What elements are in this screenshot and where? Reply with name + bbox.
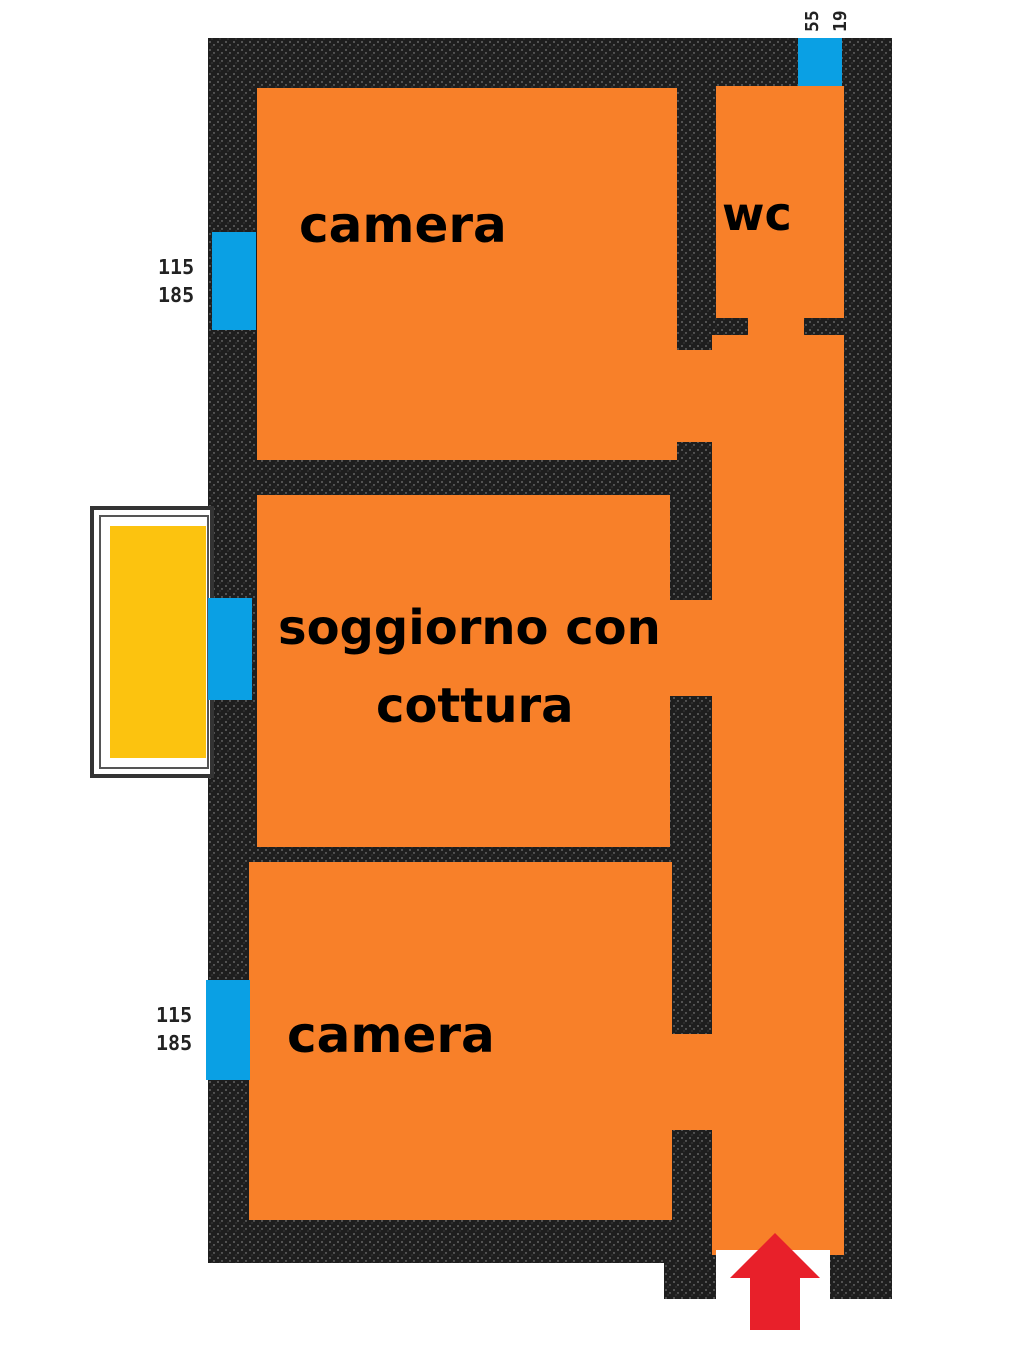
room-labels: camera wc soggiorno con cottura camera bbox=[278, 187, 792, 1064]
window-bedroom-bottom bbox=[206, 980, 250, 1080]
label-bedroom-top: camera bbox=[299, 196, 507, 254]
balcony-fill bbox=[110, 526, 206, 758]
room-bedroom-top bbox=[257, 88, 677, 460]
dim-window-top-right-b: 19 bbox=[830, 10, 851, 32]
dim-window-top-left-a: 115 bbox=[158, 255, 194, 279]
window-top-right bbox=[798, 38, 842, 86]
balcony bbox=[90, 506, 214, 778]
rooms bbox=[249, 86, 844, 1300]
door-living bbox=[668, 600, 714, 696]
dimension-labels: 115 185 115 185 55 19 bbox=[156, 10, 851, 1055]
window-bedroom-top bbox=[212, 232, 256, 330]
label-living-line2: cottura bbox=[376, 678, 574, 734]
label-wc: wc bbox=[722, 187, 792, 241]
door-wc bbox=[748, 316, 804, 338]
windows bbox=[206, 38, 842, 1080]
dim-window-bottom-left-a: 115 bbox=[156, 1003, 192, 1027]
room-living bbox=[257, 495, 670, 847]
wall-step-right bbox=[830, 1255, 892, 1299]
wall-step-left bbox=[664, 1255, 716, 1299]
door-bedroom-top bbox=[676, 350, 716, 442]
label-living-line1: soggiorno con bbox=[278, 600, 661, 656]
dim-window-top-left-b: 185 bbox=[158, 283, 194, 307]
door-bedroom-bottom bbox=[670, 1034, 716, 1130]
room-wc bbox=[716, 86, 844, 318]
window-living bbox=[208, 598, 252, 700]
dim-window-bottom-left-b: 185 bbox=[156, 1031, 192, 1055]
room-corridor bbox=[712, 335, 844, 1255]
dim-window-top-right-a: 55 bbox=[802, 10, 823, 32]
arrow-up-icon bbox=[730, 1233, 820, 1330]
label-bedroom-bottom: camera bbox=[287, 1006, 495, 1064]
room-bedroom-bottom bbox=[249, 862, 672, 1220]
